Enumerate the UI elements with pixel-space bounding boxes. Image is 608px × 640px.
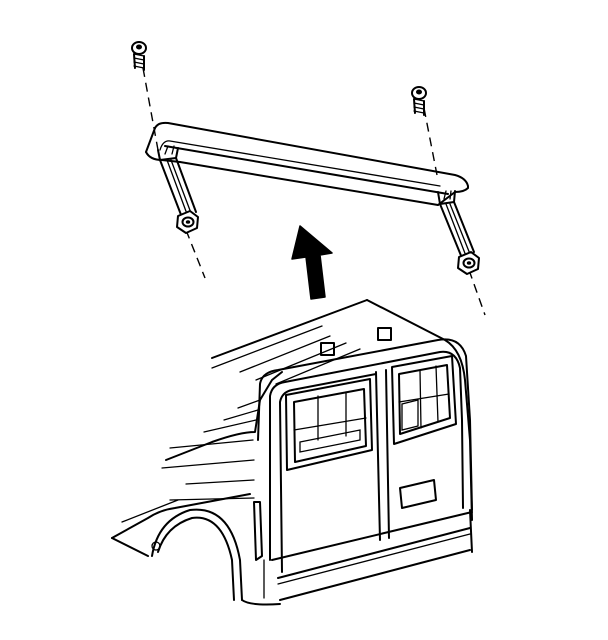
axis-right-upper — [423, 107, 438, 176]
bolt-left — [131, 41, 147, 71]
nut-icon — [176, 210, 199, 234]
fastener-axis-lines — [142, 67, 486, 316]
direction-arrow — [291, 225, 333, 300]
arrow-up-icon — [291, 225, 333, 300]
nut-right — [457, 251, 480, 275]
van-icon — [111, 299, 473, 606]
roof-luggage-carrier-rail — [145, 121, 475, 259]
nut-left — [176, 210, 199, 234]
bolt-right — [411, 86, 427, 116]
axis-right-lower — [468, 269, 486, 316]
bolt-icon — [131, 41, 147, 71]
axis-left-lower — [185, 229, 206, 279]
van-rear-body — [111, 299, 473, 606]
nut-icon — [457, 251, 480, 275]
bolt-icon — [411, 86, 427, 116]
rail-icon — [145, 121, 475, 259]
